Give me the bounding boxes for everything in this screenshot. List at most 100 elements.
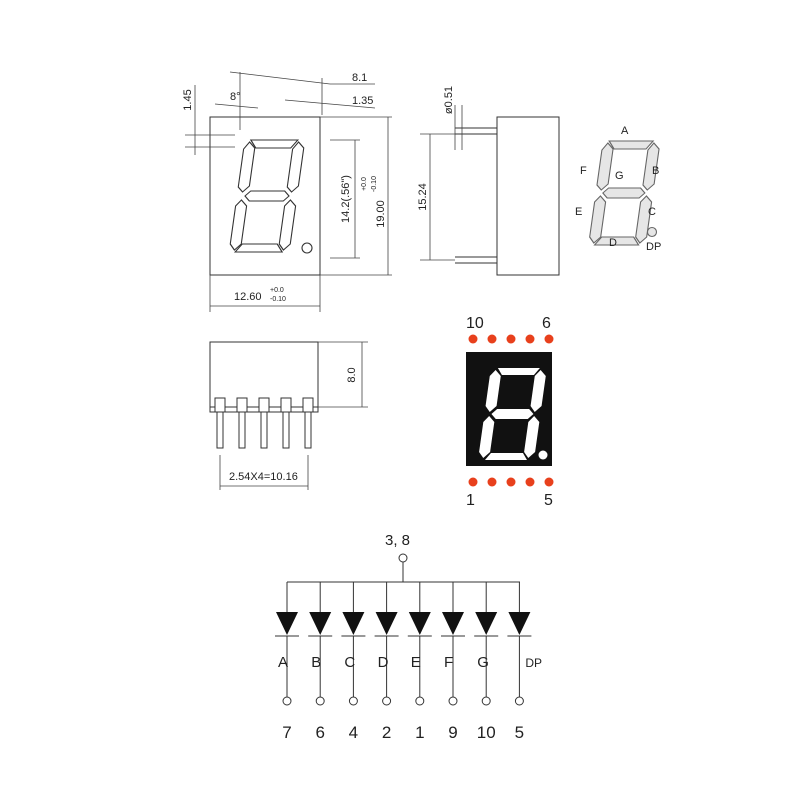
- seg-label-a: A: [621, 125, 629, 137]
- pin-shoulder: [236, 397, 248, 413]
- side-body-outline: [496, 116, 560, 276]
- seg-label-e: E: [575, 206, 582, 218]
- diode-symbol: [442, 612, 464, 635]
- pin-dot-top: [468, 334, 478, 344]
- diode-symbol: [309, 612, 332, 635]
- cathode-pin-number: 6: [315, 723, 324, 742]
- bottom-body-outline: [209, 341, 319, 408]
- cathode-terminal: [514, 696, 524, 706]
- pinout-illustration: 10 6 1 5: [466, 315, 554, 509]
- cathode-terminal: [415, 696, 425, 706]
- pin-label-top-left: 10: [466, 315, 484, 332]
- cathode-label: DP: [525, 656, 542, 670]
- legend-seg-g: [602, 187, 646, 199]
- bottom-view: 8.0 2.54X4=10.16: [209, 341, 368, 490]
- side-view: ø0.51 15.24: [417, 86, 560, 276]
- front-digit: [229, 139, 305, 253]
- cathode-label: A: [278, 654, 288, 671]
- pin-dot-top: [506, 334, 516, 344]
- lit-seg-dp: [538, 450, 548, 460]
- cathode-label: D: [378, 654, 389, 671]
- dim-height-tol-minus: -0.10: [371, 176, 378, 192]
- front-seg-c: [278, 199, 297, 251]
- bottom-pins: [214, 397, 314, 449]
- legend-seg-a: [608, 140, 655, 150]
- front-seg-d: [233, 243, 284, 253]
- pin-shoulder: [302, 397, 314, 413]
- diode-c: C4: [341, 582, 366, 742]
- pin-dot-bottom: [468, 477, 478, 487]
- diode-symbol: [375, 612, 398, 635]
- legend-seg-dp: [646, 226, 658, 238]
- front-seg-a: [249, 139, 300, 149]
- dim-pitch: 2.54X4=10.16: [229, 471, 298, 483]
- cathode-pin-number: 5: [515, 723, 524, 742]
- front-seg-e: [229, 199, 248, 251]
- dim-height-inch: 14.2(.56"): [340, 175, 352, 223]
- dim-width-tol-minus: -0.10: [270, 296, 286, 303]
- leader-line: [214, 103, 259, 109]
- pin-dots: [468, 334, 554, 487]
- front-body-outline: [209, 116, 321, 276]
- seg-label-b: B: [652, 165, 659, 177]
- seg-label-g: G: [615, 170, 624, 182]
- pin-dot-bottom: [544, 477, 554, 487]
- seg-label-f: F: [580, 165, 587, 177]
- lit-seg-g: [491, 409, 534, 419]
- lit-seg-e: [479, 416, 495, 458]
- cathode-terminal: [448, 696, 458, 706]
- seg-label-dp: DP: [646, 241, 661, 253]
- lit-seg-c: [524, 416, 540, 458]
- cathode-pin-number: 1: [415, 723, 424, 742]
- dim-height-total: 19.00: [375, 200, 387, 228]
- dim-width-tol-plus: +0.0: [270, 287, 284, 294]
- diode-e: E1: [407, 582, 432, 742]
- front-seg-dp: [301, 242, 313, 254]
- bottom-pin: [216, 411, 224, 449]
- bottom-pin: [282, 411, 290, 449]
- legend-seg-f: [596, 142, 614, 191]
- dim-left-small: 1.45: [182, 89, 194, 110]
- pin-dot-top: [544, 334, 554, 344]
- cathode-pin-number: 4: [349, 723, 358, 742]
- diode-symbol: [342, 612, 365, 635]
- common-pin-terminal: [398, 553, 408, 563]
- dim-slant: 8°: [230, 91, 241, 103]
- dim-line-top: [229, 71, 331, 85]
- front-view: 8.1 1.35 8° 1.45 14.2(.56") 19.00 +0.0 -…: [182, 71, 392, 312]
- cathode-pin-number: 9: [448, 723, 457, 742]
- legend-seg-b: [642, 142, 660, 191]
- cathode-pin-number: 7: [282, 723, 291, 742]
- segment-legend: A B C D E F G DP: [575, 125, 661, 253]
- pin-shoulder: [214, 397, 226, 413]
- cathode-terminal: [282, 696, 292, 706]
- cathode-terminal: [382, 696, 392, 706]
- lit-seg-d: [484, 453, 527, 460]
- front-seg-f: [237, 141, 256, 193]
- seg-label-d: D: [609, 237, 617, 249]
- cathode-terminal: [315, 696, 325, 706]
- bottom-pin: [304, 411, 312, 449]
- pin-dot-top: [525, 334, 535, 344]
- dim-width-total: 12.60: [234, 291, 262, 303]
- dim-height-tol-plus: +0.0: [361, 177, 368, 191]
- cathode-terminal: [481, 696, 491, 706]
- pin-label-bottom-right: 5: [544, 492, 553, 509]
- dim-pin-diameter: ø0.51: [443, 86, 455, 114]
- cathode-label: B: [311, 654, 321, 671]
- cathode-label: E: [411, 654, 421, 671]
- diode-a: A7: [275, 582, 299, 742]
- lit-seg-b: [530, 370, 546, 412]
- diode-symbol: [276, 612, 298, 635]
- leader-line: [284, 99, 376, 109]
- pin-dot-bottom: [525, 477, 535, 487]
- bottom-pin: [260, 411, 268, 449]
- cathode-pin-number: 10: [477, 723, 496, 742]
- diode-symbol: [508, 612, 531, 635]
- front-seg-g: [244, 190, 290, 202]
- pin-shoulder: [280, 397, 292, 413]
- cathode-terminal: [348, 696, 358, 706]
- legend-seg-d: [593, 236, 640, 246]
